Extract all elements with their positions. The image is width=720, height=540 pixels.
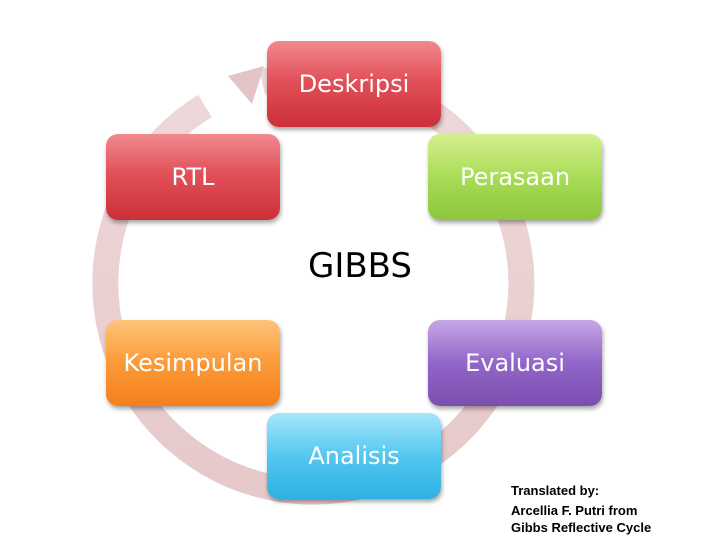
stage-deskripsi-label: Deskripsi: [298, 70, 410, 98]
credit-line-2: Arcellia F. Putri from: [511, 503, 638, 518]
stage-evaluasi: Evaluasi: [428, 320, 602, 406]
stage-kesimpulan: Kesimpulan: [106, 320, 280, 406]
stage-evaluasi-label: Evaluasi: [465, 349, 565, 377]
stage-perasaan-label: Perasaan: [459, 163, 571, 191]
stage-rtl: RTL: [106, 134, 280, 220]
translation-credit: Translated by: Arcellia F. Putri from Gi…: [511, 482, 651, 536]
credit-line-3: Gibbs Reflective Cycle: [511, 520, 652, 535]
stage-deskripsi: Deskripsi: [267, 41, 441, 127]
stage-analisis-label: Analisis: [308, 442, 400, 470]
center-title: GIBBS: [307, 246, 412, 286]
stage-kesimpulan-label: Kesimpulan: [123, 349, 263, 377]
stage-perasaan: Perasaan: [428, 134, 602, 220]
credit-line-1: Translated by:: [511, 483, 600, 498]
stage-rtl-label: RTL: [171, 163, 215, 191]
cycle-arrow-head: [228, 66, 264, 104]
stage-analisis: Analisis: [267, 413, 441, 499]
